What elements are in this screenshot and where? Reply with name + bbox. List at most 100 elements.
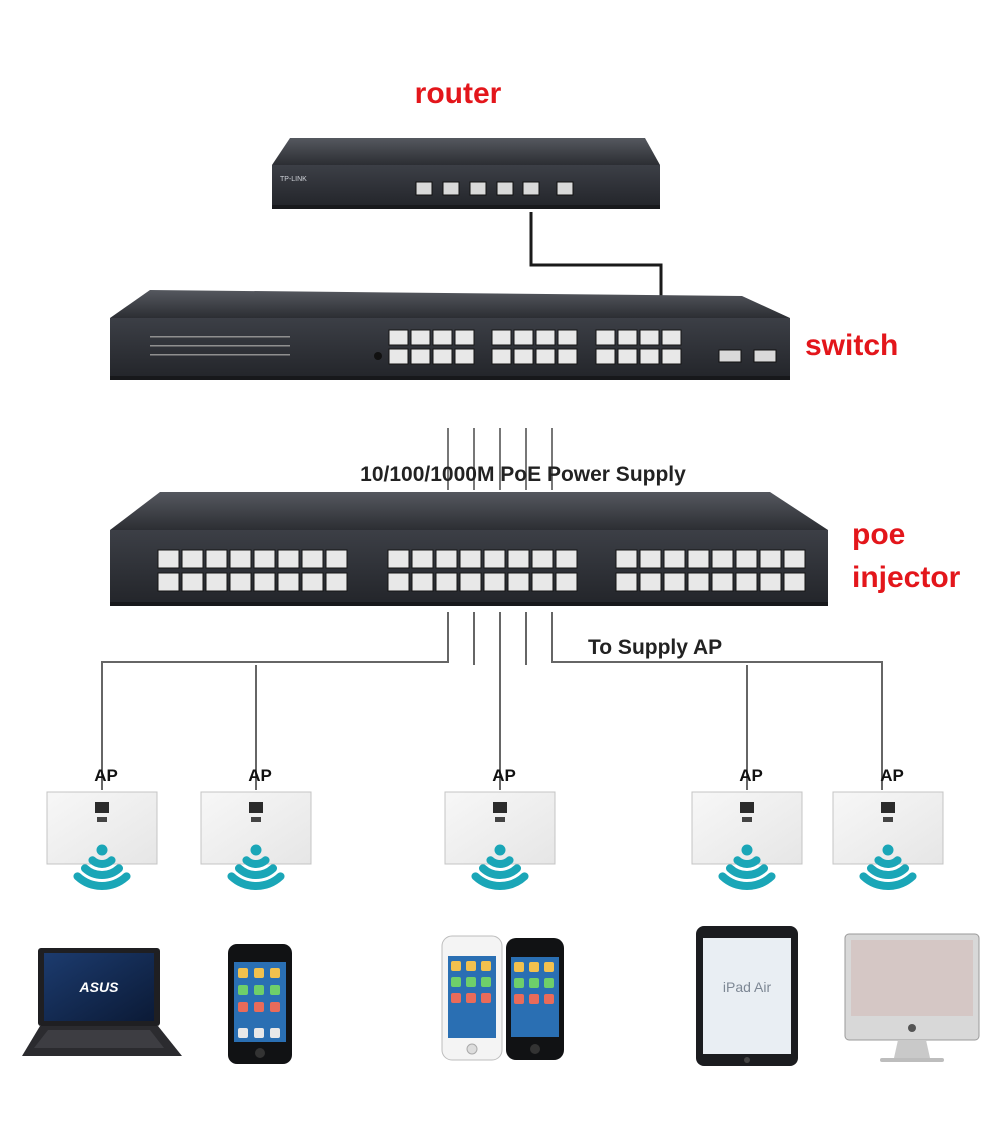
ethernet-port [615,572,638,592]
ethernet-port [253,549,276,569]
ethernet-port [435,549,458,569]
access-points: AP AP AP AP AP [46,766,944,890]
ethernet-port [759,549,782,569]
ethernet-port [663,572,686,592]
ethernet-port [663,549,686,569]
ethernet-port [661,329,682,346]
ethernet-port [325,572,348,592]
ethernet-port [531,549,554,569]
ethernet-port [555,549,578,569]
ap-label: AP [94,766,118,785]
ethernet-port [513,329,534,346]
tablet-icon [696,926,798,1066]
ethernet-port [229,572,252,592]
ap-label: AP [492,766,516,785]
laptop-icon [22,948,182,1056]
ethernet-port [595,329,616,346]
poe-label-line2: injector [852,561,961,594]
poe-injector-ports [157,549,806,592]
smartphone-icon [228,944,292,1064]
ethernet-port [411,549,434,569]
ethernet-port [157,549,180,569]
ethernet-port [735,549,758,569]
ethernet-port [711,572,734,592]
smartphone-icon [441,935,503,1061]
switch-icon [110,290,790,380]
router-label: router [415,77,502,110]
wifi-icon [859,844,917,890]
wall-access-point: AP [832,766,944,890]
router-icon [272,138,660,209]
ethernet-port [388,329,409,346]
ethernet-port [157,572,180,592]
ethernet-port [432,348,453,365]
ethernet-port [557,348,578,365]
ethernet-port [277,572,300,592]
ap-label: AP [880,766,904,785]
ethernet-port [783,572,806,592]
ethernet-port [388,348,409,365]
ethernet-port [783,549,806,569]
ethernet-port [687,572,710,592]
ethernet-port [639,549,662,569]
poe-label-line1: poe [852,518,905,551]
ethernet-port [617,329,638,346]
ethernet-port [253,572,276,592]
ethernet-port [555,572,578,592]
ethernet-port [454,329,475,346]
ethernet-port [181,549,204,569]
router-brand: TP-LINK [280,176,307,183]
ethernet-port [181,572,204,592]
smartphone-icon [506,938,564,1060]
ethernet-port [595,348,616,365]
ethernet-port [432,329,453,346]
ethernet-port [513,348,534,365]
ethernet-port [205,549,228,569]
wall-access-point: AP [200,766,312,890]
router-ports [415,181,574,196]
ethernet-port [759,572,782,592]
poe-supply-label: 10/100/1000M PoE Power Supply [360,463,686,486]
poe-ap-cables [101,612,883,790]
wifi-icon [227,844,285,890]
switch-label: switch [805,329,898,362]
wifi-icon [471,844,529,890]
cables [101,212,883,790]
ethernet-port [531,572,554,592]
wifi-icon [718,844,776,890]
ethernet-port [535,348,556,365]
ethernet-port [507,549,530,569]
ethernet-port [661,348,682,365]
ethernet-port [483,549,506,569]
ethernet-port [483,572,506,592]
ethernet-port [507,572,530,592]
switch-ports [388,329,682,365]
ethernet-port [454,348,475,365]
ethernet-port [639,572,662,592]
tablet-name: iPad Air [723,979,772,995]
ap-label: AP [248,766,272,785]
laptop-brand: ASUS [79,979,120,995]
ethernet-port [459,572,482,592]
ethernet-port [411,572,434,592]
desktop-computer-icon [844,933,980,1062]
ethernet-port [615,549,638,569]
wifi-icon [73,844,131,890]
ethernet-port [229,549,252,569]
to-supply-ap-label: To Supply AP [588,636,722,659]
ethernet-port [435,572,458,592]
ethernet-port [617,348,638,365]
ethernet-port [205,572,228,592]
ethernet-port [639,329,660,346]
ethernet-port [535,329,556,346]
ap-label: AP [739,766,763,785]
wall-access-point: AP [691,766,803,890]
ethernet-port [301,549,324,569]
ethernet-port [410,348,431,365]
ethernet-port [410,329,431,346]
poe-injector-icon [110,492,828,606]
ethernet-port [387,572,410,592]
wall-access-point: AP [46,766,158,890]
ethernet-port [325,549,348,569]
